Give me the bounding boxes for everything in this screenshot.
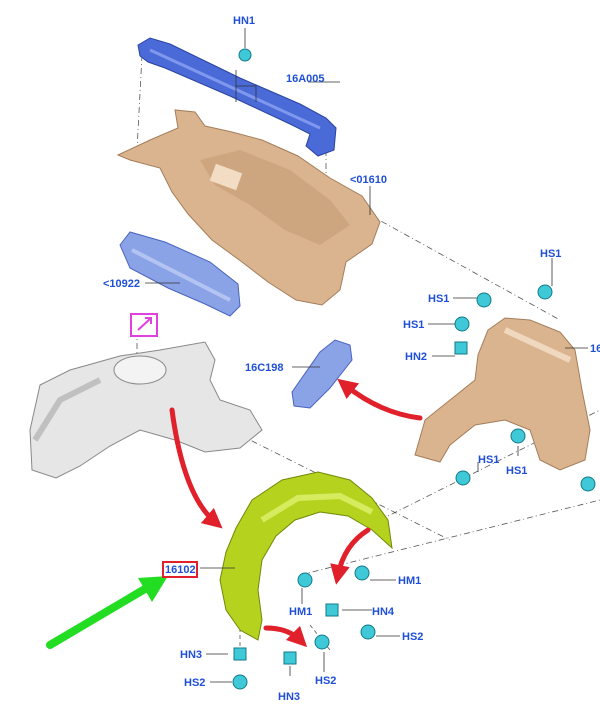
label-fender-16[interactable]: 16 bbox=[590, 343, 600, 355]
red-arrows bbox=[169, 378, 423, 648]
label-hs2-bottom[interactable]: HS2 bbox=[315, 675, 336, 687]
label-hs1-a[interactable]: HS1 bbox=[428, 293, 449, 305]
fastener-hs1-e[interactable] bbox=[580, 476, 596, 492]
green-arrow bbox=[46, 576, 168, 649]
fastener-hn3-left[interactable] bbox=[233, 647, 247, 661]
fastener-hs1-right[interactable] bbox=[537, 284, 553, 300]
dash-panel-part[interactable] bbox=[116, 109, 381, 306]
fastener-hs1-d[interactable] bbox=[510, 428, 526, 444]
fastener-hs2-right[interactable] bbox=[360, 624, 376, 640]
fastener-hn4[interactable] bbox=[325, 603, 339, 617]
fastener-hs1-a[interactable] bbox=[476, 292, 492, 308]
fastener-hs2-bottom[interactable] bbox=[314, 634, 330, 650]
label-16c198[interactable]: 16C198 bbox=[245, 362, 284, 374]
label-01610[interactable]: <01610 bbox=[350, 174, 387, 186]
fastener-hn3-bottom[interactable] bbox=[283, 651, 297, 665]
label-hs2-right[interactable]: HS2 bbox=[402, 631, 423, 643]
label-hs1-c[interactable]: HS1 bbox=[478, 454, 499, 466]
fastener-hm1-right[interactable] bbox=[354, 565, 370, 581]
fastener-hs1-b[interactable] bbox=[454, 316, 470, 332]
insulator-part[interactable] bbox=[119, 231, 241, 317]
label-hm1-right[interactable]: HM1 bbox=[398, 575, 421, 587]
label-hm1-left[interactable]: HM1 bbox=[289, 606, 312, 618]
red-arrow-fender-to-bracket bbox=[337, 378, 423, 421]
fastener-hs2-left[interactable] bbox=[232, 674, 248, 690]
fasteners bbox=[232, 48, 596, 690]
label-16a005[interactable]: 16A005 bbox=[286, 73, 325, 85]
fender-part[interactable] bbox=[414, 317, 591, 471]
fastener-hn1-top[interactable] bbox=[238, 48, 252, 62]
label-16102[interactable]: 16102 bbox=[165, 564, 196, 576]
label-hs1-right-top[interactable]: HS1 bbox=[540, 248, 561, 260]
external-link-arrow-icon[interactable] bbox=[130, 313, 158, 337]
fastener-hs1-c[interactable] bbox=[455, 470, 471, 486]
red-arrow-structure-to-liner bbox=[169, 407, 223, 529]
highlight-box-16102 bbox=[162, 561, 198, 578]
wheel-liner-part[interactable] bbox=[219, 471, 393, 641]
label-leaders bbox=[145, 28, 588, 683]
part-labels: HN1 16A005 <01610 <10922 HS1 HS1 HS1 HN2… bbox=[103, 15, 600, 703]
label-hn1-top[interactable]: HN1 bbox=[233, 15, 255, 27]
bracket-part[interactable] bbox=[291, 339, 353, 409]
label-hn4[interactable]: HN4 bbox=[372, 606, 395, 618]
label-10922[interactable]: <10922 bbox=[103, 278, 140, 290]
red-arrow-liner-inner bbox=[330, 527, 371, 585]
crossmember-part[interactable] bbox=[137, 37, 337, 157]
red-arrow-bottom bbox=[263, 625, 308, 648]
label-hn3-left[interactable]: HN3 bbox=[180, 649, 202, 661]
body-structure-part[interactable] bbox=[29, 341, 263, 479]
label-hs1-b[interactable]: HS1 bbox=[403, 319, 424, 331]
label-hs1-d[interactable]: HS1 bbox=[506, 465, 527, 477]
fastener-hn2[interactable] bbox=[454, 341, 468, 355]
label-hn3-bottom[interactable]: HN3 bbox=[278, 691, 300, 703]
fastener-hm1-left[interactable] bbox=[297, 572, 313, 588]
label-hs2-left[interactable]: HS2 bbox=[184, 677, 205, 689]
label-hn2[interactable]: HN2 bbox=[405, 351, 427, 363]
